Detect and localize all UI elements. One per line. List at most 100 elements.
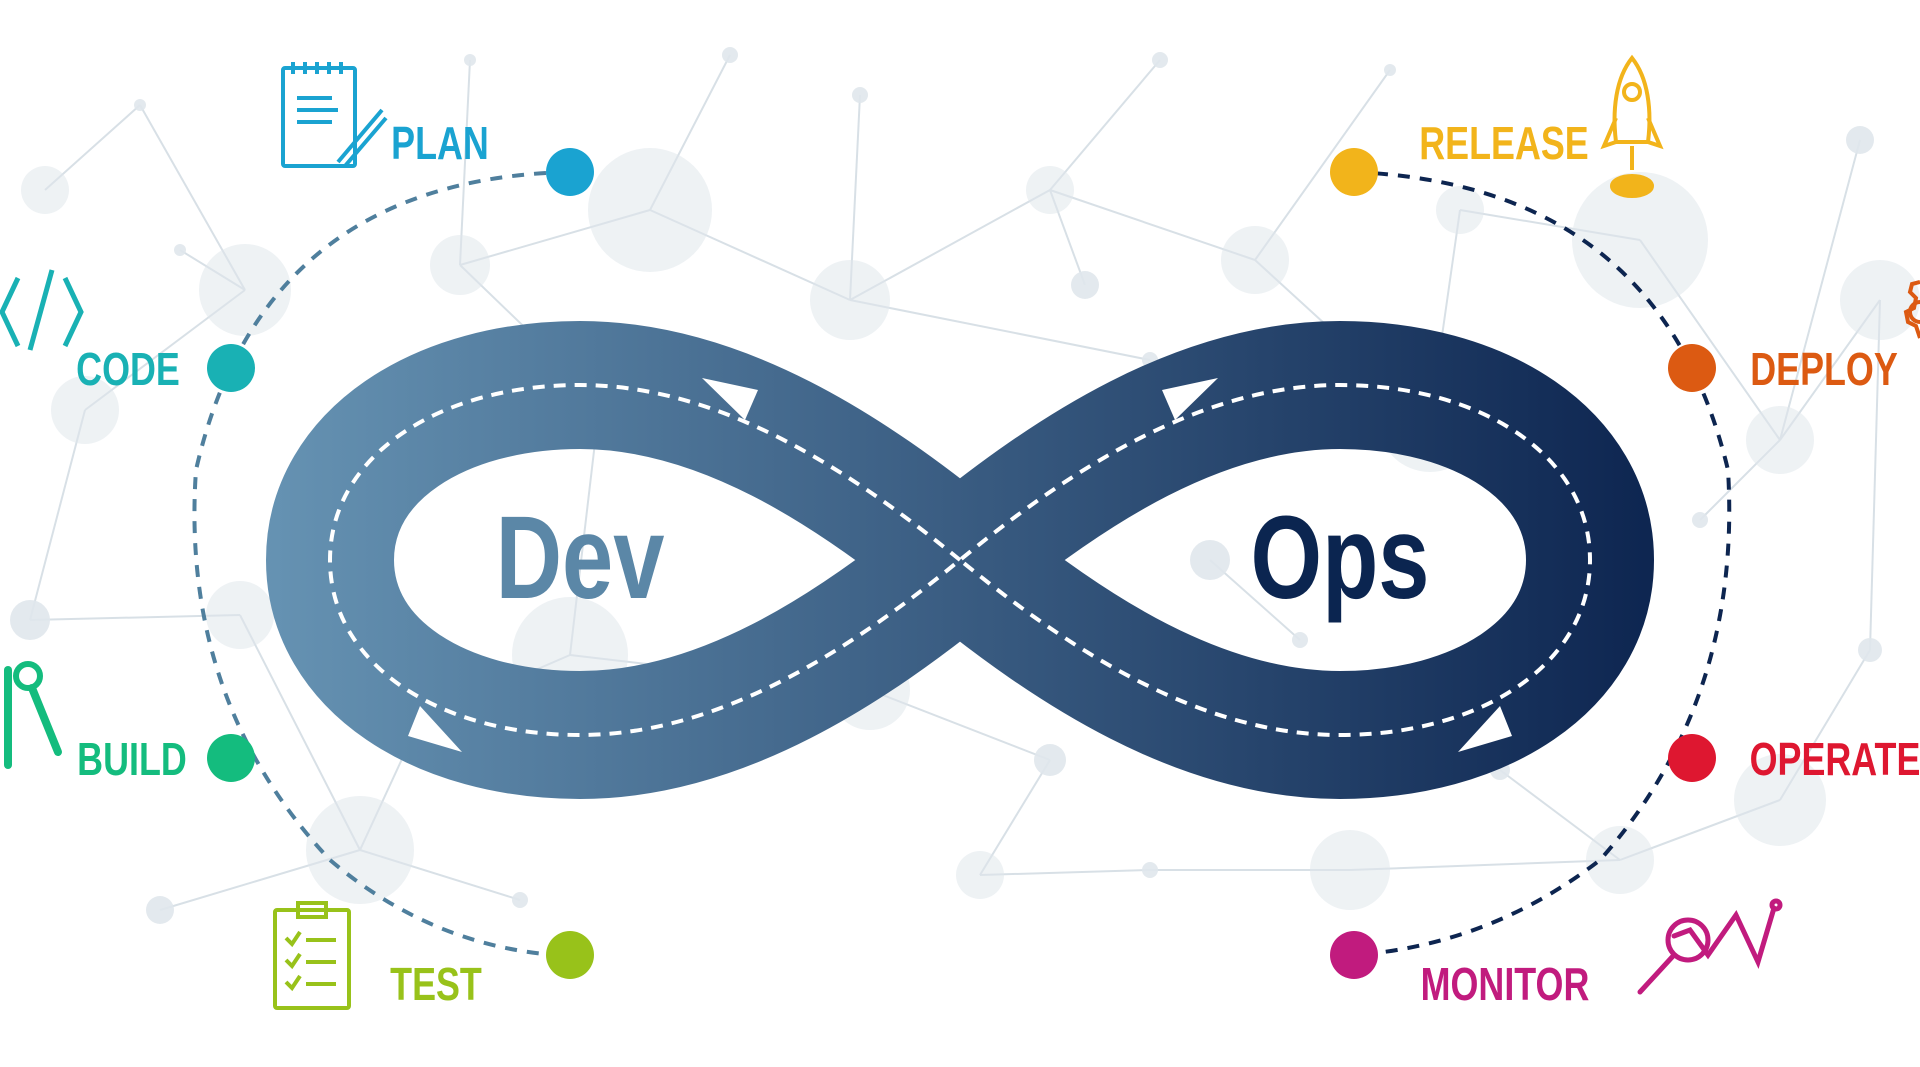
stage-label-operate: OPERATE: [1750, 734, 1920, 785]
stage-label-code: CODE: [76, 344, 180, 395]
left-outer-arc: [192, 170, 569, 957]
network-link: [29, 409, 86, 621]
arrow-right-top: [1162, 378, 1218, 420]
network-node: [1071, 271, 1099, 299]
network-node: [464, 54, 476, 66]
magnifier-chart-icon: [1637, 898, 1783, 995]
stage-dot-test: [546, 931, 594, 979]
network-node: [512, 892, 528, 908]
network-node: [1034, 744, 1066, 776]
clipboard-checklist-icon: [273, 901, 351, 1010]
network-link: [1459, 209, 1641, 241]
stage-dot-build: [207, 734, 255, 782]
dev-label: Dev: [496, 492, 665, 624]
network-node: [1026, 166, 1074, 214]
gear-icon: [1903, 280, 1920, 339]
network-link: [849, 189, 1051, 301]
stage-operate: OPERATE: [1668, 734, 1920, 785]
network-node: [1586, 826, 1654, 894]
stage-label-deploy: DEPLOY: [1750, 344, 1898, 395]
stage-dot-code: [207, 344, 255, 392]
network-link: [979, 869, 1151, 876]
network-node: [206, 581, 274, 649]
network-node: [51, 376, 119, 444]
network-link: [1779, 299, 1881, 441]
stage-dot-release: [1330, 148, 1378, 196]
stage-dot-plan: [546, 148, 594, 196]
network-link: [84, 289, 246, 411]
ops-label: Ops: [1251, 492, 1430, 624]
stage-release: RELEASE: [1330, 54, 1664, 198]
network-node: [1384, 64, 1396, 76]
stage-build: BUILD: [4, 661, 255, 785]
arrow-right-bottom: [1458, 706, 1512, 752]
network-node: [1292, 632, 1308, 648]
network-link: [869, 689, 1051, 761]
network-link: [44, 104, 141, 191]
network-link: [1049, 189, 1256, 261]
stage-dot-operate: [1668, 734, 1716, 782]
network-link: [1254, 69, 1391, 261]
network-node: [21, 166, 69, 214]
network-node: [1310, 830, 1390, 910]
network-node: [1746, 406, 1814, 474]
network-node: [1840, 260, 1920, 340]
network-link: [1209, 559, 1301, 641]
network-node: [810, 260, 890, 340]
wrench-tools-icon: [4, 661, 62, 769]
network-node: [430, 235, 490, 295]
network-node: [956, 851, 1004, 899]
network-node: [146, 896, 174, 924]
right-outer-arc: [1353, 170, 1732, 957]
arrow-left-bottom: [408, 706, 462, 752]
stage-label-plan: PLAN: [391, 118, 489, 169]
network-link: [1049, 189, 1086, 286]
network-link: [1779, 649, 1871, 801]
network-link: [239, 614, 361, 851]
network-node: [134, 99, 146, 111]
rocket-icon: [1600, 54, 1664, 198]
network-node: [722, 47, 738, 63]
network-link: [1699, 439, 1781, 521]
stage-deploy: DEPLOY: [1668, 280, 1920, 395]
network-link: [1499, 769, 1621, 861]
network-node: [1846, 126, 1874, 154]
network-link: [359, 849, 521, 901]
stage-code: CODE: [0, 269, 255, 395]
network-node: [199, 244, 291, 336]
network-link: [649, 54, 731, 211]
network-link: [1049, 59, 1161, 191]
network-node: [1152, 52, 1168, 68]
network-link: [179, 249, 246, 291]
network-node: [588, 148, 712, 272]
network-node: [1190, 540, 1230, 580]
network-link: [459, 209, 651, 266]
stage-monitor: MONITOR: [1330, 898, 1783, 1010]
stage-label-test: TEST: [390, 959, 482, 1010]
network-link: [1779, 139, 1861, 441]
network-node: [1692, 512, 1708, 528]
stage-label-build: BUILD: [77, 734, 187, 785]
network-node: [852, 87, 868, 103]
network-node: [10, 600, 50, 640]
network-link: [849, 299, 1151, 361]
network-link: [1639, 239, 1781, 441]
network-node: [306, 796, 414, 904]
stage-plan: PLAN: [281, 62, 594, 196]
network-link: [849, 94, 861, 301]
network-link: [1349, 859, 1621, 871]
notepad-pencil-icon: [281, 62, 388, 168]
network-link: [139, 104, 246, 291]
network-link: [1619, 799, 1781, 861]
network-node: [1572, 172, 1708, 308]
network-link: [979, 759, 1051, 876]
network-node: [1436, 186, 1484, 234]
network-node: [174, 244, 186, 256]
stage-label-release: RELEASE: [1419, 118, 1588, 169]
network-node: [1221, 226, 1289, 294]
network-node: [1858, 638, 1882, 662]
stage-dot-monitor: [1330, 931, 1378, 979]
network-link: [649, 209, 851, 301]
